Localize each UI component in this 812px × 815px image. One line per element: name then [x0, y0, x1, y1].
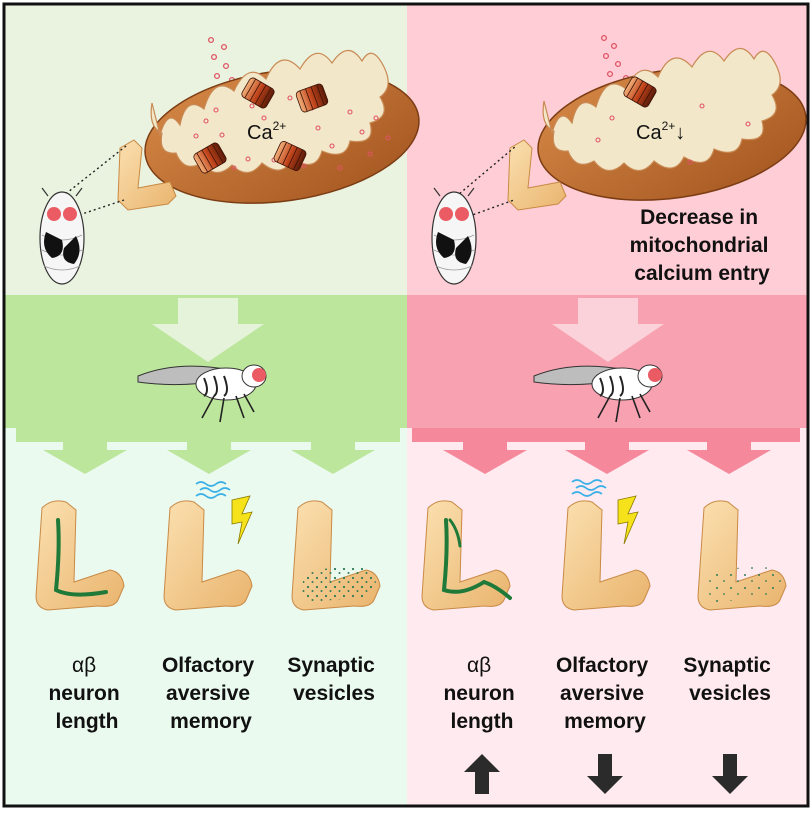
left-mcu-channels — [193, 77, 329, 174]
neuron-length-up-arrow — [464, 754, 500, 794]
left-label-vesicles: Synaptic vesicles — [287, 654, 380, 705]
memory-down-arrow — [587, 754, 623, 794]
vesicles-down-arrow — [712, 754, 748, 794]
middle-band — [137, 298, 664, 423]
right-down-arrow — [552, 298, 664, 362]
left-adult-fly-icon — [137, 364, 267, 423]
right-mushroom-body-icon — [507, 139, 567, 211]
left-calcium-label: Ca2+ — [247, 119, 286, 144]
right-calcium-label: Ca2+↓ — [636, 119, 685, 144]
left-odor-icon — [195, 481, 231, 499]
left-calcium-ions-inside — [193, 95, 391, 171]
right-panel-caption-line-3: calcium entry — [634, 262, 770, 285]
right-label-memory: Olfactory aversive memory — [556, 654, 654, 733]
right-odor-icon — [571, 479, 607, 497]
left-shock-icon — [231, 495, 253, 545]
left-mitochondrion-scene: Ca2+ — [39, 36, 420, 285]
right-label-neuron-length: αβ neuron length — [443, 654, 520, 733]
right-panel-caption-line-1: Decrease in — [640, 206, 758, 229]
left-mushroom-body-icon — [117, 139, 177, 211]
right-panel-caption: Decrease in mitochondrial calcium entry — [630, 206, 775, 285]
right-shock-icon — [617, 495, 639, 545]
right-label-vesicles: Synaptic vesicles — [683, 654, 776, 705]
right-adult-fly-icon — [533, 364, 663, 423]
right-mb-memory — [561, 479, 651, 611]
left-mb-vesicles — [291, 500, 381, 611]
right-calcium-ions-inside — [595, 103, 751, 165]
change-indicators — [464, 754, 748, 794]
right-bottom-bg — [407, 428, 807, 805]
right-panel-caption-line-2: mitochondrial — [630, 234, 769, 257]
right-branch-arrows — [412, 428, 800, 474]
left-mitochondrion — [144, 49, 420, 204]
right-mcu-channel — [623, 76, 657, 108]
right-phenotype-labels: αβ neuron length Olfactory aversive memo… — [443, 654, 776, 733]
left-label-neuron-length: αβ neuron length — [48, 654, 125, 733]
left-mb-neuron-length — [35, 500, 125, 611]
right-mb-vesicles — [697, 500, 787, 611]
right-mitochondrion-scene: Ca2+↓ Decrease in mitochondrial calcium … — [431, 34, 807, 285]
left-mb-memory — [163, 481, 253, 611]
right-larva-icon — [431, 187, 477, 285]
left-label-memory: Olfactory aversive memory — [162, 654, 260, 733]
left-larva-icon — [39, 187, 85, 285]
left-branch-arrows — [16, 428, 400, 474]
left-phenotype-labels: αβ neuron length Olfactory aversive memo… — [48, 654, 380, 733]
right-mb-neuron-length — [421, 500, 512, 611]
left-down-arrow — [152, 298, 264, 362]
right-zoom-lines — [451, 145, 517, 219]
left-bottom-bg — [5, 428, 407, 805]
right-mitochondrion — [537, 47, 807, 201]
